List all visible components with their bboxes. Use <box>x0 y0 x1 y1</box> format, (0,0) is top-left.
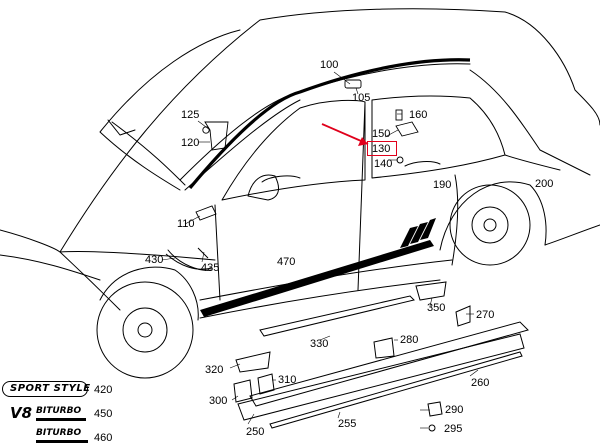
callout-250: 250 <box>246 426 265 438</box>
hood-line <box>0 229 101 281</box>
sport-style-text: SPORT STYLE <box>10 383 91 394</box>
callout-140: 140 <box>374 158 393 170</box>
door-handle-front <box>261 175 301 183</box>
bracket-280 <box>373 337 395 359</box>
callout-310: 310 <box>278 374 297 386</box>
callout-110: 110 <box>177 218 195 230</box>
bracket-270 <box>455 305 471 327</box>
callout-130: 130 <box>372 143 391 155</box>
v8-biturbo-text: BITURBO <box>36 406 82 416</box>
rear-wheel <box>449 184 531 266</box>
sill-panel-250 <box>237 333 525 421</box>
windshield-outline <box>99 29 241 191</box>
biturbo-underline <box>36 440 88 443</box>
callout-270: 270 <box>476 309 495 321</box>
front-wheel-arch <box>99 266 199 321</box>
clip-150 <box>395 121 419 137</box>
callout-280: 280 <box>400 334 419 346</box>
roof-outline <box>59 8 600 253</box>
callout-105: 105 <box>352 92 371 104</box>
callout-450: 450 <box>94 408 113 420</box>
fastener-295 <box>428 424 436 432</box>
clip-160 <box>395 109 403 121</box>
sill-strip-255 <box>269 351 523 429</box>
front-hub <box>122 307 168 353</box>
rear-bumper <box>539 149 600 246</box>
clip-110 <box>195 205 217 221</box>
front-wheel <box>96 281 194 379</box>
rear-door-window <box>371 95 506 179</box>
rear-door-edge <box>451 174 459 266</box>
side-decal-stripe <box>200 218 436 317</box>
sill-cover-260 <box>249 321 529 407</box>
callout-330: 330 <box>310 338 329 350</box>
windshield-wiper <box>107 119 136 136</box>
grille-430-435 <box>165 247 213 270</box>
front-door-window <box>221 99 366 201</box>
callout-470: 470 <box>277 256 296 268</box>
v8-biturbo-underline <box>36 418 86 421</box>
door-handle-rear <box>404 161 441 167</box>
callout-160: 160 <box>409 109 428 121</box>
front-fender-vent <box>167 249 213 271</box>
callout-255: 255 <box>338 418 357 430</box>
callout-350: 350 <box>427 302 446 314</box>
highlight-box-130 <box>367 141 397 156</box>
callout-435: 435 <box>201 262 220 274</box>
callout-150: 150 <box>372 128 391 140</box>
fastener-290 <box>427 401 443 417</box>
bracket-300 <box>233 379 253 403</box>
callout-295: 295 <box>444 423 463 435</box>
clip-105 <box>344 79 362 89</box>
rear-wheel-arch <box>439 181 547 251</box>
highlight-arrow <box>321 123 369 146</box>
callout-190: 190 <box>433 179 452 191</box>
mirror <box>247 174 279 201</box>
callout-260: 260 <box>471 377 490 389</box>
biturbo-text: BITURBO <box>36 428 82 438</box>
callout-420: 420 <box>94 384 113 396</box>
b-pillar <box>357 101 366 291</box>
callout-320: 320 <box>205 364 224 376</box>
callout-125: 125 <box>181 109 200 121</box>
v8-biturbo-badge: V8 BITURBO <box>10 404 90 424</box>
bracket-310 <box>257 373 275 395</box>
callout-300: 300 <box>209 395 228 407</box>
callout-200: 200 <box>535 178 554 190</box>
callout-430: 430 <box>145 254 164 266</box>
biturbo-badge: BITURBO <box>36 428 92 446</box>
front-door-edge <box>214 204 221 301</box>
bracket-320 <box>235 351 271 373</box>
callout-100: 100 <box>320 59 339 71</box>
front-fender <box>59 251 216 311</box>
callout-290: 290 <box>445 404 464 416</box>
sill-line <box>199 259 453 301</box>
sill-trim-330 <box>259 295 415 337</box>
callout-120: 120 <box>181 137 200 149</box>
c-pillar <box>469 69 561 171</box>
bracket-350 <box>415 281 447 301</box>
rocker-line <box>199 279 441 319</box>
rear-hub <box>471 206 509 244</box>
callout-460: 460 <box>94 432 113 444</box>
v8-text: V8 <box>10 404 33 422</box>
roof-moulding <box>188 58 471 190</box>
sport-style-badge: SPORT STYLE <box>2 381 91 397</box>
